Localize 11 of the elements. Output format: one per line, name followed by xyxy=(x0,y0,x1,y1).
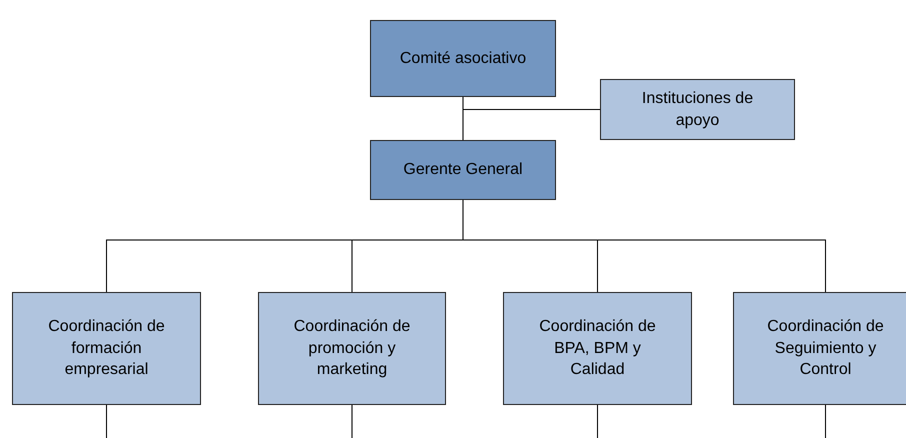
connector-line xyxy=(106,404,107,438)
org-box: Comité asociativo xyxy=(370,20,556,97)
connector-line xyxy=(825,404,826,438)
connector-line xyxy=(462,96,600,110)
org-box: Instituciones de apoyo xyxy=(600,79,795,140)
org-box: Coordinación de formación empresarial xyxy=(12,292,201,405)
connector-line xyxy=(597,404,598,438)
org-box: Coordinación de BPA, BPM y Calidad xyxy=(503,292,692,405)
org-box: Coordinación de promoción y marketing xyxy=(258,292,446,405)
org-box: Coordinación de Seguimiento y Control xyxy=(733,292,906,405)
org-box: Gerente General xyxy=(370,140,556,200)
